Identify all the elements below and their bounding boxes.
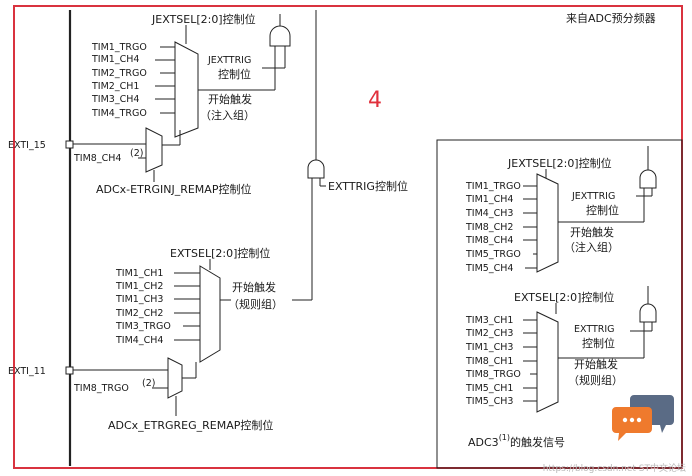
adc3-inj-start-group: （注入组） (564, 240, 619, 254)
reg-start-label: 开始触发 (232, 280, 276, 294)
adc3-reg-start-group: （规则组） (568, 373, 623, 387)
injected-and-gate (269, 25, 291, 47)
inj-input-4: TIM3_CH4 (91, 94, 139, 105)
reg-input-4: TIM3_TRGO (115, 321, 171, 332)
adc3-exttrig-ctrl: 控制位 (582, 336, 615, 350)
adc-prescaler-label: 来自ADC预分频器 (566, 11, 656, 25)
forum-logo-icon (612, 395, 674, 441)
adc3-reg-input-6: TIM5_CH3 (465, 396, 513, 407)
reg-input-0: TIM1_CH1 (115, 268, 163, 279)
adc3-reg-input-0: TIM3_CH1 (465, 315, 513, 326)
extsel-label: EXTSEL[2:0]控制位 (170, 246, 270, 260)
jexttrig-ctrl: 控制位 (218, 67, 251, 81)
reg-remap-label: ADCx_ETRGREG_REMAP控制位 (108, 418, 273, 432)
inj-input-0: TIM1_TRGO (91, 42, 147, 53)
exti15-label: EXTI_15 (8, 140, 46, 151)
inj-input-5: TIM4_TRGO (91, 108, 147, 119)
inj-remap-label: ADCx-ETRGINJ_REMAP控制位 (96, 182, 251, 196)
exti11-label: EXTI_11 (8, 366, 46, 377)
adc3-inj-input-0: TIM1_TRGO (465, 181, 521, 192)
reg-remap-mux (167, 357, 183, 399)
adc3-inj-input-1: TIM1_CH4 (465, 194, 513, 205)
regular-mux (199, 265, 221, 363)
inj-input-1: TIM1_CH4 (91, 54, 139, 65)
adc3-reg-input-2: TIM1_CH3 (465, 342, 513, 353)
reg-input-1: TIM1_CH2 (115, 281, 163, 292)
adc3-jexttrig-label: JEXTTRIG (571, 191, 615, 202)
adc3-reg-input-1: TIM2_CH3 (465, 328, 513, 339)
exttrig-and-gate (307, 159, 325, 179)
adc3-inj-input-4: TIM8_CH4 (465, 235, 513, 246)
jexttrig-label: JEXTTRIG (207, 55, 251, 66)
region-number: 4 (368, 88, 382, 113)
reg-input-5: TIM4_CH4 (115, 335, 163, 346)
inj-tim8-sup: (2) (130, 148, 143, 159)
injected-mux (174, 41, 199, 138)
adc3-inj-input-5: TIM5_TRGO (465, 249, 521, 260)
adc3-inj-and-gate (639, 169, 657, 189)
inj-remap-mux (145, 127, 163, 173)
adc3-jextsel-label: JEXTSEL[2:0]控制位 (507, 156, 612, 170)
watermark: https://blog.csdn.net ST中文论坛 (542, 464, 686, 474)
reg-input-3: TIM2_CH2 (115, 308, 163, 319)
adc3-reg-and-gate (639, 303, 657, 323)
jextsel-label: JEXTSEL[2:0]控制位 (151, 12, 256, 26)
reg-tim8-sup: (2) (142, 378, 155, 389)
inj-input-3: TIM2_CH1 (91, 81, 139, 92)
reg-tim8-label: TIM8_TRGO (73, 383, 129, 394)
inj-tim8-label: TIM8_CH4 (73, 153, 121, 164)
inj-input-2: TIM2_TRGO (91, 68, 147, 79)
adc3-reg-input-5: TIM5_CH1 (465, 383, 513, 394)
inj-start-group: （注入组） (200, 108, 255, 122)
adc3-reg-input-3: TIM8_CH1 (465, 356, 513, 367)
adc3-inj-start: 开始触发 (570, 225, 614, 239)
exttrig-label: EXTTRIG控制位 (328, 179, 408, 193)
adc3-box (436, 139, 683, 469)
adc3-extsel-label: EXTSEL[2:0]控制位 (514, 290, 614, 304)
adc3-injected-mux (536, 173, 559, 273)
exti15-pin (65, 140, 74, 149)
adc3-inj-input-3: TIM8_CH2 (465, 222, 513, 233)
adc3-exttrig-label: EXTTRIG (574, 324, 615, 335)
adc3-inj-input-2: TIM4_CH3 (465, 208, 513, 219)
inj-start-label: 开始触发 (208, 92, 252, 106)
adc3-regular-mux (536, 311, 559, 413)
reg-input-2: TIM1_CH3 (115, 294, 163, 305)
reg-start-group: （规则组） (228, 297, 283, 311)
exti11-pin (65, 366, 74, 375)
adc3-inj-input-6: TIM5_CH4 (465, 263, 513, 274)
adc3-reg-input-4: TIM8_TRGO (465, 369, 521, 380)
adc3-jexttrig-ctrl: 控制位 (586, 203, 619, 217)
adc3-title: ADC3(1)的触发信号 (468, 433, 565, 449)
adc3-reg-start: 开始触发 (574, 357, 618, 371)
